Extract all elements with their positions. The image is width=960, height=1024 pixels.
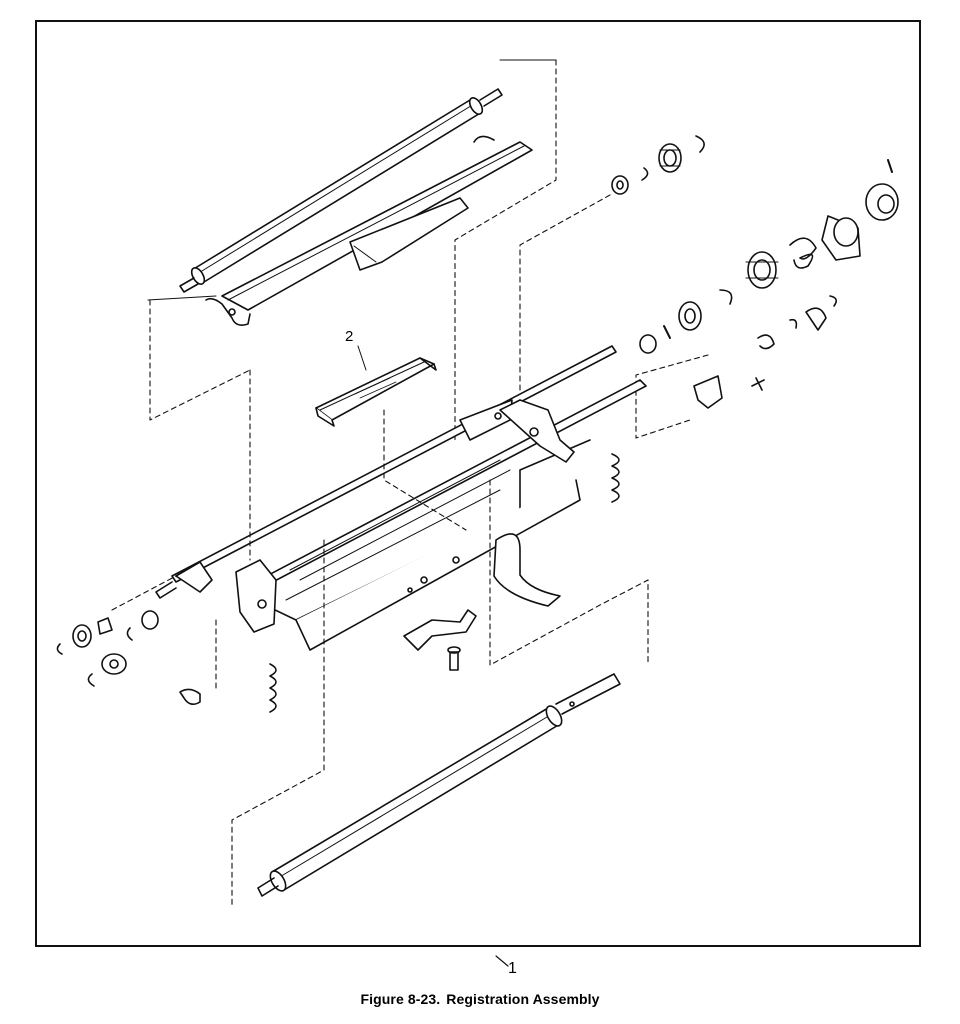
sensor-switch	[611, 375, 765, 503]
upper-registration-roller	[179, 88, 503, 293]
figure-number: Figure 8-23.	[360, 991, 441, 1007]
leader-lines-upper	[149, 59, 709, 441]
leader-lines-lower	[111, 369, 649, 906]
upper-guide-plate	[205, 135, 533, 326]
figure-title: Registration Assembly	[446, 991, 600, 1007]
leader-lines-solid	[147, 59, 557, 301]
item-2-guide-pad	[315, 345, 437, 427]
registration-frame	[155, 345, 647, 651]
callout-number-1: 1	[508, 960, 517, 977]
callout-number-2: 2	[345, 328, 354, 345]
figure-frame	[35, 20, 921, 947]
upper-gear-cluster	[611, 135, 899, 354]
callout-1-leader	[495, 955, 509, 967]
lower-registration-roller	[257, 673, 621, 897]
lower-small-parts	[56, 609, 477, 713]
figure-caption: Figure 8-23. Registration Assembly	[0, 991, 960, 1007]
